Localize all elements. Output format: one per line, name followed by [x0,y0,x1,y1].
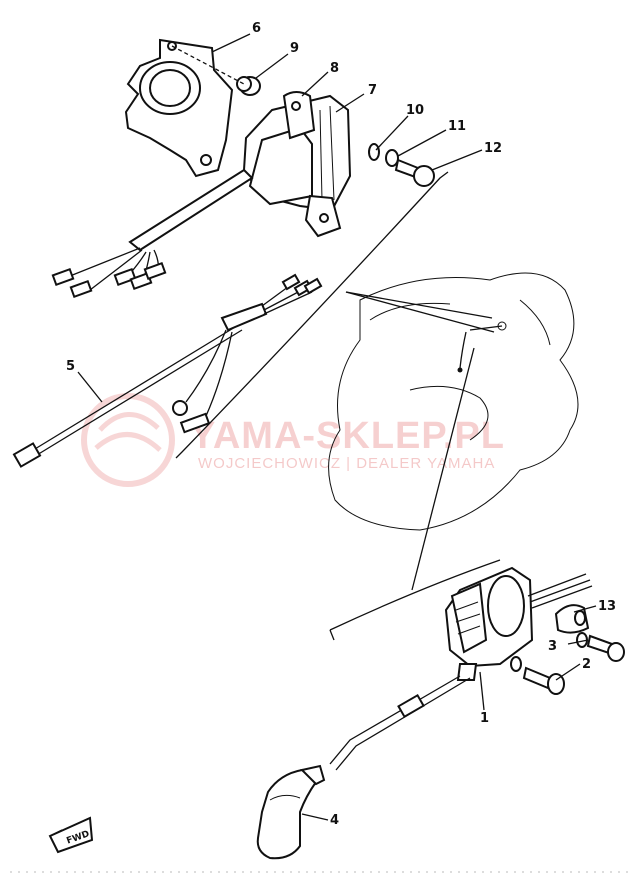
spacer-part [236,76,261,96]
callout-1: 1 [480,711,489,726]
callout-2: 2 [582,657,591,672]
washer-part-10 [368,143,380,161]
coil-harness [51,168,254,299]
callouts: 6 9 8 7 10 11 12 5 13 3 2 1 4 [66,21,616,828]
plug-cap-part [256,764,326,860]
callout-3: 3 [548,639,557,654]
callout-6: 6 [252,21,261,36]
fwd-arrow-icon: FWD [48,816,94,854]
watermark-title: YAMA-SKLEP.PL [190,415,505,457]
callout-10: 10 [406,103,424,118]
divider-lines [175,171,501,641]
wire-harness-part [12,273,323,468]
callout-11: 11 [448,119,466,134]
clip-part-13 [554,604,590,634]
callout-12: 12 [484,141,502,156]
watermark: YAMA-SKLEP.PL WOJCIECHOWICZ | DEALER YAM… [81,393,505,487]
callout-9: 9 [290,41,299,56]
bolt-part-2-lower [510,656,565,695]
motorcycle-outline [328,272,579,531]
bracket-part [124,38,234,178]
leader-lines [77,33,597,821]
ignition-coil-part [329,566,593,771]
watermark-logo-icon [81,393,175,487]
callout-7: 7 [368,83,377,98]
screw-part-12 [394,158,435,187]
callout-13: 13 [598,599,616,614]
callout-5: 5 [66,359,75,374]
washer-part-11 [385,149,399,167]
source-coil-part [242,91,352,238]
watermark-logo-swoosh [94,412,162,452]
bolt-part-2-upper [576,632,625,662]
watermark-subtitle: WOJCIECHOWICZ | DEALER YAMAHA [198,455,495,472]
callout-8: 8 [330,61,339,76]
callout-4: 4 [330,813,339,828]
